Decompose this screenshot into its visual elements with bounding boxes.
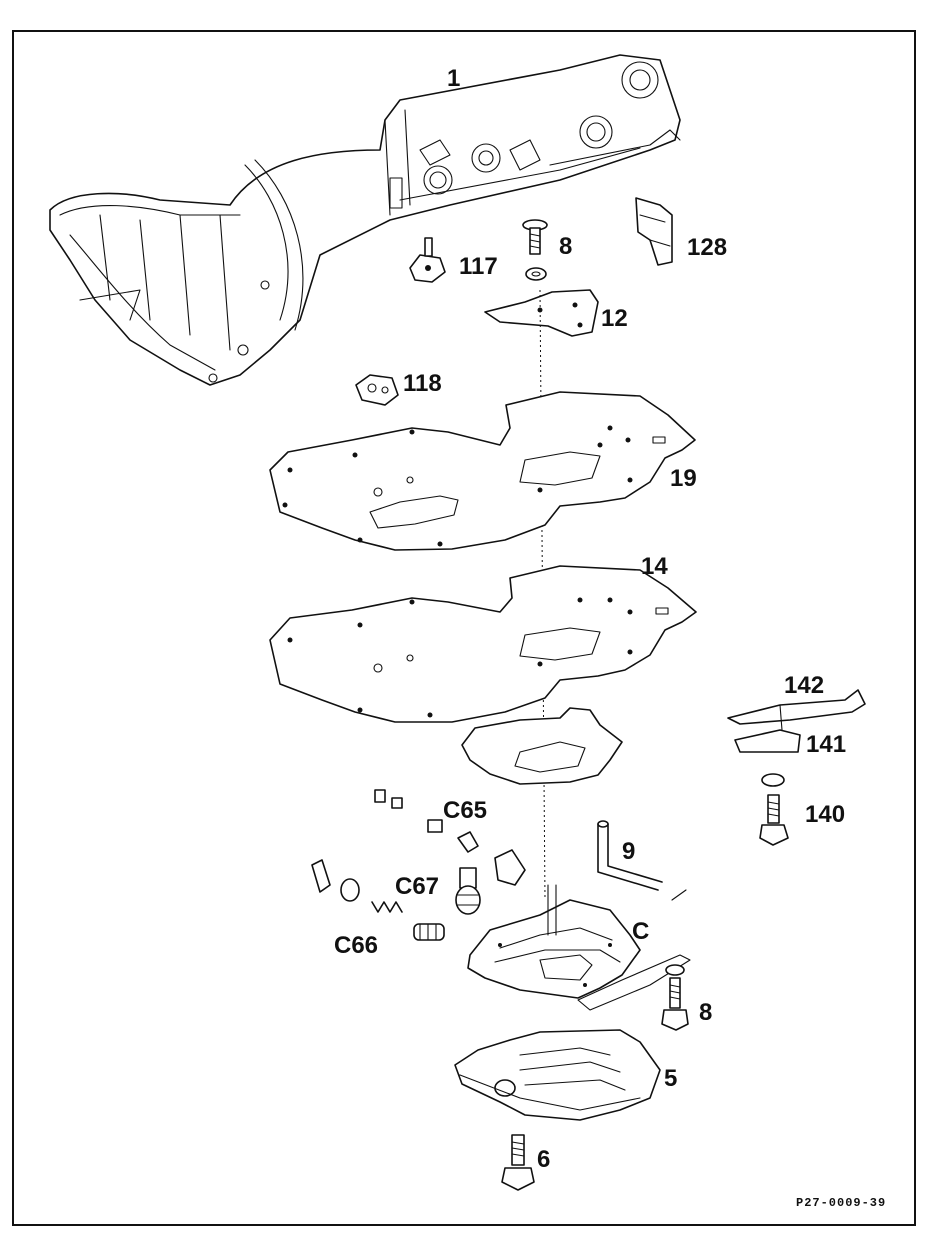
label-part-128: 128 <box>687 234 728 261</box>
label-part-8-bottom: 8 <box>699 999 713 1026</box>
label-part-6: 6 <box>537 1146 551 1173</box>
figure-code: P27-0009-39 <box>796 1196 887 1210</box>
bolt-140 <box>759 773 789 846</box>
gasket-14 <box>269 565 697 723</box>
label-part-5: 5 <box>664 1065 678 1092</box>
label-part-1: 1 <box>447 65 461 92</box>
clip-141 <box>734 729 801 753</box>
oil-filter-5 <box>454 1029 661 1121</box>
label-part-14: 14 <box>641 553 668 580</box>
bracket-128 <box>635 197 673 266</box>
valve-117 <box>409 237 446 283</box>
label-part-141: 141 <box>806 731 847 758</box>
plate-12 <box>484 289 599 337</box>
screw-top <box>522 219 548 281</box>
screw-bottom <box>661 964 689 1031</box>
label-part-117: 117 <box>459 253 498 280</box>
label-part-8-top: 8 <box>559 233 573 260</box>
valve-c67 <box>455 867 481 915</box>
label-part-12: 12 <box>601 305 628 332</box>
separator-plate-19 <box>269 391 696 551</box>
label-part-c67: C67 <box>395 873 440 900</box>
label-part-140: 140 <box>805 801 846 828</box>
label-part-c65: C65 <box>443 797 488 824</box>
small-parts-c65 <box>374 789 526 886</box>
label-part-c: C <box>632 918 650 945</box>
label-part-142: 142 <box>784 672 825 699</box>
transmission-housing <box>49 54 681 386</box>
spring-pistons-c66 <box>311 859 445 941</box>
block-118 <box>355 374 399 406</box>
filter-gasket <box>577 954 691 1011</box>
bracket-142 <box>727 689 866 731</box>
label-part-19: 19 <box>670 465 697 492</box>
valve-body-c <box>467 884 641 999</box>
screw-6 <box>501 1134 535 1191</box>
intermediate-gasket <box>461 707 623 785</box>
tube-9 <box>597 820 687 901</box>
label-part-9: 9 <box>622 838 636 865</box>
label-part-c66: C66 <box>334 932 379 959</box>
label-part-118: 118 <box>403 370 442 397</box>
